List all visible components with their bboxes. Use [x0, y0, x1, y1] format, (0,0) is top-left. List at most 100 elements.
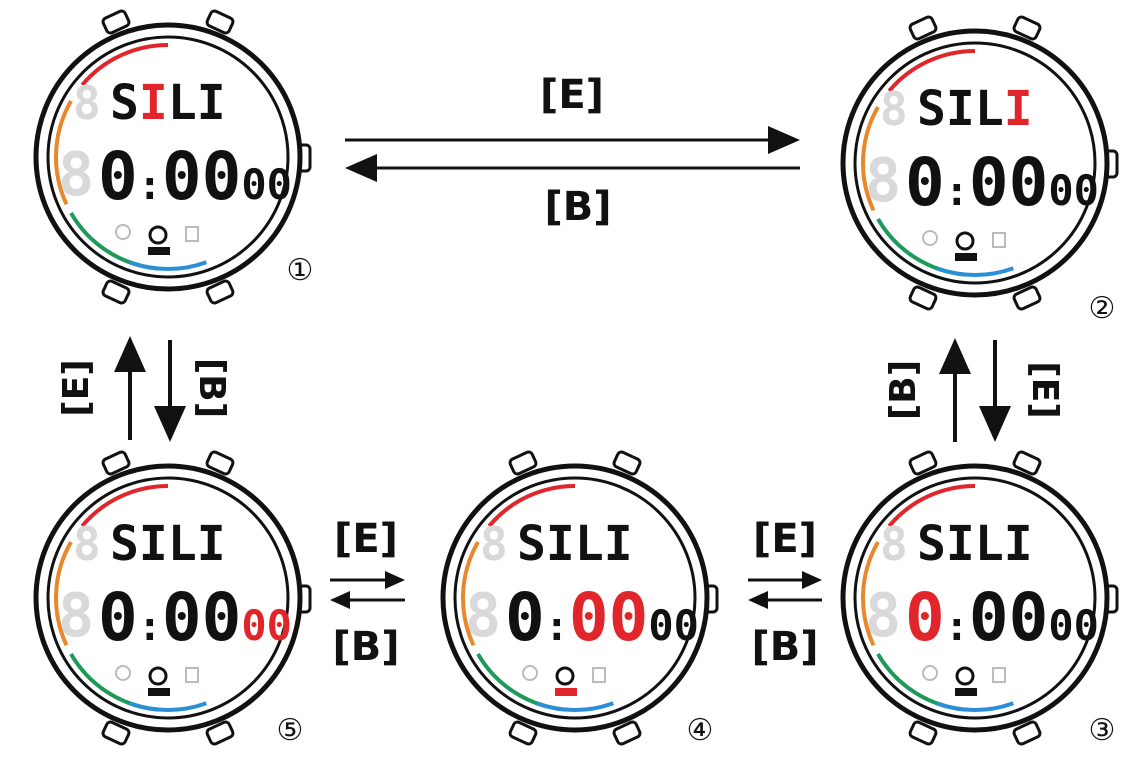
watch-button	[205, 450, 235, 476]
ghost-digit: 8	[465, 581, 501, 651]
ghost-digit: 8	[880, 82, 908, 136]
clock-indicator-icon	[115, 665, 131, 681]
mode-indicator-bar	[148, 688, 170, 696]
bezel-arc-blue	[536, 701, 614, 712]
clock-indicator-icon	[922, 665, 938, 681]
watch-button	[1012, 285, 1042, 311]
arrow-right-down	[979, 340, 1011, 442]
label-bottom-right-back: [B]	[751, 624, 818, 670]
watch-bezel	[853, 476, 1097, 720]
watch-button	[205, 279, 235, 305]
watch-button	[101, 720, 131, 746]
watch-button	[508, 720, 538, 746]
label-top-back: [B]	[544, 184, 611, 230]
watch-text-display: SILI	[917, 516, 1033, 572]
bezel-arc-red	[887, 49, 976, 93]
arrow-bottom-left-forward	[330, 571, 405, 589]
watch-time-display: 0:0000	[98, 138, 292, 215]
calendar-indicator-icon	[185, 667, 199, 683]
watch-bezel	[46, 35, 290, 279]
ghost-digit: 8	[58, 581, 94, 651]
ghost-digit: 8	[73, 76, 101, 130]
watch-time-display: 0:0000	[905, 579, 1099, 656]
bezel-arc-orange	[461, 541, 480, 647]
watch-button	[205, 720, 235, 746]
arrow-bottom-left-back	[330, 591, 405, 609]
watch-button	[908, 450, 938, 476]
step-number-2: ②	[1089, 291, 1116, 326]
stopwatch-indicator-icon	[955, 231, 975, 251]
watch-button	[205, 9, 235, 35]
stopwatch-indicator-icon	[148, 225, 168, 245]
label-top-forward: [E]	[540, 72, 604, 118]
clock-indicator-icon	[922, 230, 938, 246]
bezel-arc-orange	[861, 106, 880, 212]
arrow-top-back	[345, 154, 800, 182]
step-number-3: ③	[1089, 713, 1116, 748]
label-bottom-right-forward: [E]	[753, 516, 817, 562]
watch-button	[1012, 15, 1042, 41]
stopwatch-indicator-icon	[148, 666, 168, 686]
watch-text-display: SILI	[517, 516, 633, 572]
bezel-arc-red	[887, 484, 976, 528]
arrow-left-down	[154, 340, 186, 442]
step-number-1: ①	[287, 253, 314, 288]
mode-indicator-bar	[955, 253, 977, 261]
watch-button	[612, 720, 642, 746]
watch-button	[908, 285, 938, 311]
bezel-arc-blue	[936, 701, 1014, 712]
watch-time-display: 0:0000	[98, 579, 292, 656]
bezel-arc-red	[80, 484, 169, 528]
bezel-arc-red	[487, 484, 576, 528]
watch-time-display: 0:0000	[505, 579, 699, 656]
watch-button	[101, 450, 131, 476]
bezel-arc-orange	[54, 100, 73, 206]
bezel-arc-blue	[936, 266, 1014, 277]
watch-text-display: SILI	[110, 75, 226, 131]
ghost-digit: 8	[865, 146, 901, 216]
clock-indicator-icon	[522, 665, 538, 681]
label-bottom-left-back: [B]	[332, 624, 399, 670]
bezel-arc-red	[80, 43, 169, 87]
bezel-arc-orange	[861, 541, 880, 647]
step-number-4: ④	[687, 713, 714, 748]
watch-bezel	[853, 41, 1097, 285]
label-left-down: [B]	[191, 358, 232, 418]
arrow-bottom-right-back	[748, 591, 822, 609]
watch-bezel	[46, 476, 290, 720]
calendar-indicator-icon	[185, 226, 199, 242]
calendar-indicator-icon	[992, 232, 1006, 248]
arrow-bottom-right-forward	[748, 571, 822, 589]
label-bottom-left-forward: [E]	[334, 516, 398, 562]
watch-button	[1012, 450, 1042, 476]
watch-button	[908, 15, 938, 41]
calendar-indicator-icon	[992, 667, 1006, 683]
ghost-digit: 8	[865, 581, 901, 651]
arrow-top-forward	[345, 126, 800, 154]
mode-indicator-bar	[148, 247, 170, 255]
watch-button	[908, 720, 938, 746]
mode-indicator-bar	[955, 688, 977, 696]
watch-bezel	[453, 476, 697, 720]
ghost-digit: 8	[73, 517, 101, 571]
step-number-5: ⑤	[277, 713, 304, 748]
watch-time-display: 0:0000	[905, 144, 1099, 221]
ghost-digit: 8	[880, 517, 908, 571]
arrow-right-up	[939, 338, 971, 442]
bezel-arc-orange	[54, 541, 73, 647]
label-right-up: [B]	[883, 360, 924, 420]
watch-button	[508, 450, 538, 476]
label-left-up: [E]	[56, 359, 97, 417]
bezel-arc-blue	[129, 260, 207, 271]
stopwatch-indicator-icon	[555, 666, 575, 686]
watch-text-display: SILI	[110, 516, 226, 572]
clock-indicator-icon	[115, 224, 131, 240]
arrow-left-up	[114, 336, 146, 440]
watch-button	[101, 279, 131, 305]
